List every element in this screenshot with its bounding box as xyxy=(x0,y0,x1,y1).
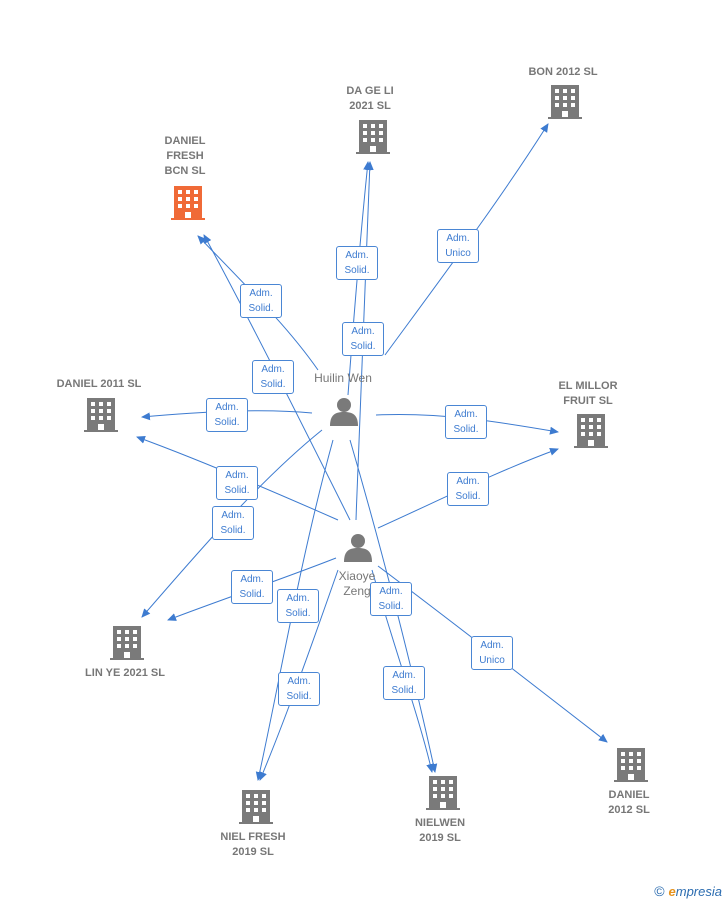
company-label-daniel-fresh[interactable]: DANIEL FRESH BCN SL xyxy=(164,135,206,177)
edge-badge: Adm. Solid. xyxy=(231,570,273,604)
company-label-daniel-2011[interactable]: DANIEL 2011 SL xyxy=(56,378,142,390)
edge-badge: Adm. Solid. xyxy=(342,322,384,356)
edge-badge: Adm. Solid. xyxy=(383,666,425,700)
company-label-bon[interactable]: BON 2012 SL xyxy=(528,66,598,78)
person-icon-huilin[interactable] xyxy=(330,398,358,426)
building-icon-bon[interactable] xyxy=(548,85,582,119)
edge-badge: Adm. Solid. xyxy=(206,398,248,432)
company-label-el-millor[interactable]: EL MILLOR FRUIT SL xyxy=(558,380,618,407)
building-icon-el-millor[interactable] xyxy=(574,414,608,448)
building-icon-niel-fresh[interactable] xyxy=(239,790,273,824)
building-icon-nielwen[interactable] xyxy=(426,776,460,810)
edge-badge: Adm. Solid. xyxy=(216,466,258,500)
edge-badge: Adm. Solid. xyxy=(277,589,319,623)
person-label-xiaoye[interactable]: Xiaoye Zeng xyxy=(338,569,376,598)
edge-badge: Adm. Unico xyxy=(471,636,513,670)
company-label-daniel-2012[interactable]: DANIEL 2012 SL xyxy=(608,789,650,816)
building-icon-da-ge-li[interactable] xyxy=(356,120,390,154)
building-icon-daniel-2011[interactable] xyxy=(84,398,118,432)
edge-badge: Adm. Solid. xyxy=(447,472,489,506)
copyright-icon: © xyxy=(654,883,665,899)
edge-huilin-nielwen xyxy=(349,439,438,773)
empresia-logo: ©empresia xyxy=(654,883,722,899)
edge-badge: Adm. Unico xyxy=(437,229,479,263)
person-label-huilin[interactable]: Huilin Wen xyxy=(314,371,372,385)
company-label-lin-ye[interactable]: LIN YE 2021 SL xyxy=(85,667,165,679)
edge-badge: Adm. Solid. xyxy=(212,506,254,540)
company-label-nielwen[interactable]: NIELWEN 2019 SL xyxy=(414,817,466,844)
company-label-niel-fresh[interactable]: NIEL FRESH 2019 SL xyxy=(220,831,286,858)
building-icon-lin-ye[interactable] xyxy=(110,626,144,660)
edge-badge: Adm. Solid. xyxy=(445,405,487,439)
building-icon-daniel-2012[interactable] xyxy=(614,748,648,782)
edge-badge: Adm. Solid. xyxy=(278,672,320,706)
building-icon-daniel-fresh[interactable] xyxy=(171,186,205,220)
edges xyxy=(136,123,608,781)
edge-badge: Adm. Solid. xyxy=(370,582,412,616)
edge-badge: Adm. Solid. xyxy=(252,360,294,394)
edge-badge: Adm. Solid. xyxy=(240,284,282,318)
edge-badge: Adm. Solid. xyxy=(336,246,378,280)
person-icon-xiaoye[interactable] xyxy=(344,534,372,562)
company-label-da-ge-li[interactable]: DA GE LI 2021 SL xyxy=(346,85,394,112)
